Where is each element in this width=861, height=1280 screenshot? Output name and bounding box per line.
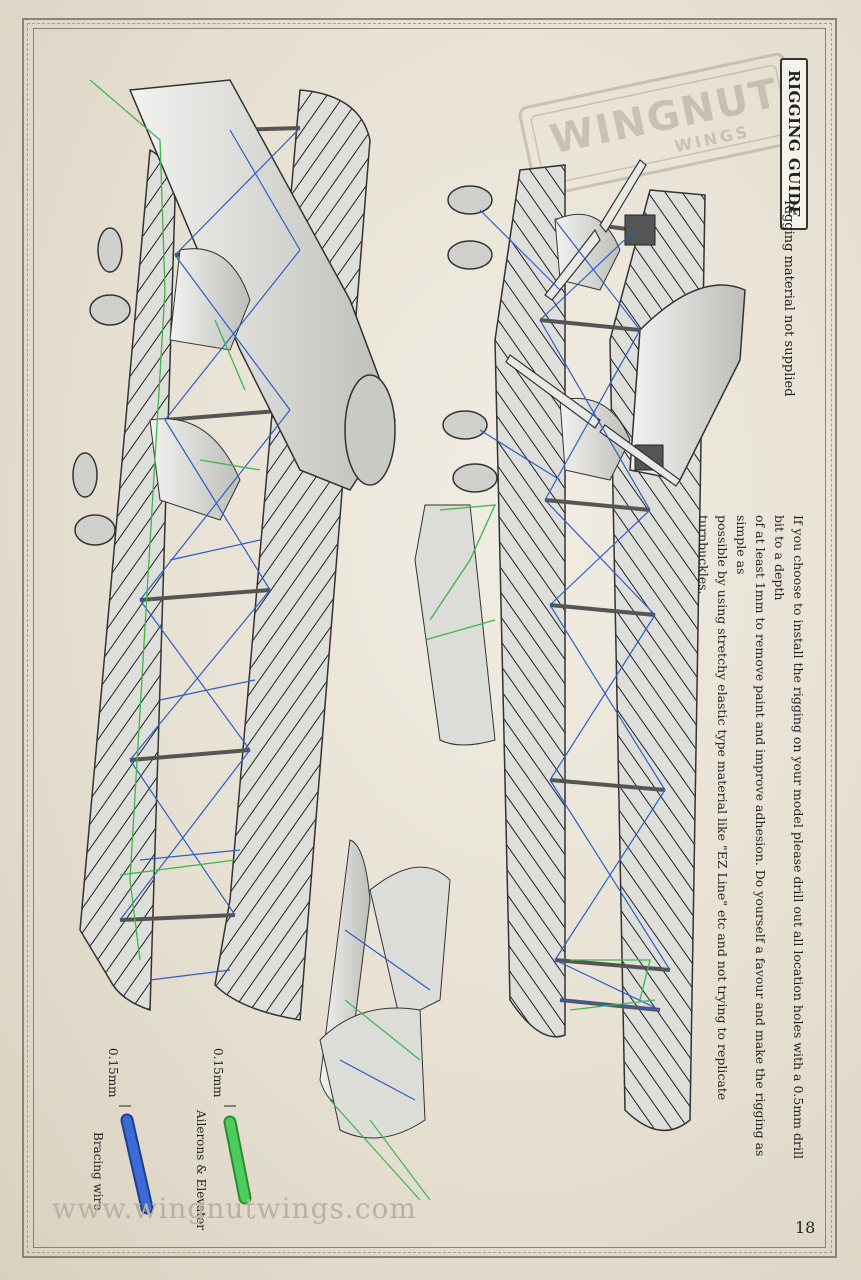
outer-frame	[22, 18, 837, 1258]
tail-assembly-view	[319, 839, 451, 1201]
legend-size-blue: 0.15mm	[106, 1048, 120, 1098]
website-url: www.wingnutwings.com	[52, 1192, 417, 1225]
instructions: If you choose to install the rigging on …	[694, 515, 808, 1175]
inner-frame	[33, 28, 826, 1248]
instruction-line: possible by using stretchy elastic type …	[696, 515, 730, 1101]
decorative-border	[27, 23, 832, 1253]
lower-wing-left	[79, 148, 176, 1012]
page-subtitle: Rigging material not supplied	[781, 200, 796, 397]
instruction-line: If you choose to install the rigging on …	[772, 515, 806, 1159]
instruction-line: of at least 1mm to remove paint and impr…	[734, 515, 768, 1157]
aircraft-bottom-view	[414, 159, 746, 1132]
legend-size-green: 0.15mm	[211, 1048, 225, 1098]
legend-wire-samples	[119, 1105, 252, 1215]
aircraft-top-view	[72, 79, 396, 1021]
page-number: 18	[795, 1218, 816, 1237]
